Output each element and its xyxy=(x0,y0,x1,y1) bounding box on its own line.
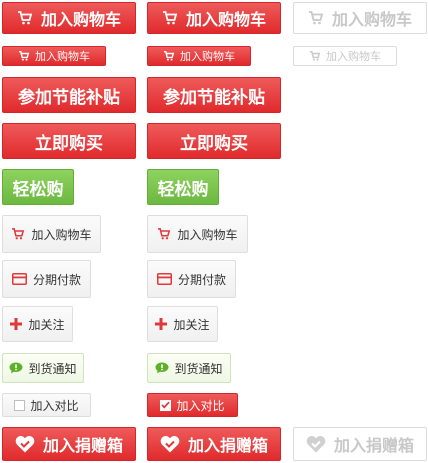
cart-icon xyxy=(157,228,171,240)
installment-button-hover[interactable]: 分期付款 xyxy=(147,260,236,298)
buy-now-button[interactable]: 立即购买 xyxy=(2,123,136,159)
compare-label: 加入对比 xyxy=(30,398,79,413)
follow-button-hover[interactable]: 加关注 xyxy=(147,306,218,342)
add-cart-label: 加入购物车 xyxy=(31,227,92,242)
plus-icon xyxy=(155,318,168,330)
donate-button[interactable]: 加入捐赠箱 xyxy=(2,427,136,461)
buy-now-label: 立即购买 xyxy=(180,133,248,154)
add-cart-button-large-hover[interactable]: 加入购物车 xyxy=(147,2,281,34)
cart-icon xyxy=(308,11,324,25)
donate-button-hover[interactable]: 加入捐赠箱 xyxy=(147,427,281,461)
donate-label: 加入捐赠箱 xyxy=(42,436,123,455)
add-cart-button-gray[interactable]: 加入购物车 xyxy=(2,215,101,253)
energy-subsidy-button-hover[interactable]: 参加节能补贴 xyxy=(147,77,281,113)
cart-icon xyxy=(18,51,30,61)
add-cart-button-large[interactable]: 加入购物车 xyxy=(2,2,136,34)
add-cart-button-small-disabled[interactable]: 加入购物车 xyxy=(293,46,397,66)
add-cart-button-large-disabled[interactable]: 加入购物车 xyxy=(293,2,427,34)
checkbox-icon[interactable] xyxy=(14,399,26,411)
cart-icon xyxy=(162,11,178,25)
add-cart-button-gray-hover[interactable]: 加入购物车 xyxy=(147,215,248,253)
energy-subsidy-label: 参加节能补贴 xyxy=(18,87,120,108)
add-cart-label: 加入购物车 xyxy=(40,10,121,29)
add-cart-button-small[interactable]: 加入购物车 xyxy=(2,46,106,66)
arrival-notice-button[interactable]: 到货通知 xyxy=(2,353,84,383)
cart-icon xyxy=(17,11,33,25)
donate-button-disabled[interactable]: 加入捐赠箱 xyxy=(293,427,427,461)
installment-label: 分期付款 xyxy=(32,272,81,287)
heart-icon xyxy=(160,435,180,453)
buy-now-label: 立即购买 xyxy=(35,133,103,154)
add-cart-label: 加入购物车 xyxy=(326,50,381,63)
card-icon xyxy=(11,273,27,285)
arrival-notice-label: 到货通知 xyxy=(28,361,77,376)
energy-subsidy-label: 参加节能补贴 xyxy=(163,87,265,108)
compare-button-checked[interactable]: 加入对比 xyxy=(147,393,238,417)
installment-button[interactable]: 分期付款 xyxy=(2,260,91,298)
checkbox-checked-icon[interactable] xyxy=(160,399,172,411)
add-cart-button-small-hover[interactable]: 加入购物车 xyxy=(147,46,251,66)
follow-label: 加关注 xyxy=(28,317,65,332)
easy-buy-button[interactable]: 轻松购 xyxy=(2,169,74,205)
follow-label: 加关注 xyxy=(173,317,210,332)
add-cart-label: 加入购物车 xyxy=(35,50,90,63)
card-icon xyxy=(156,273,172,285)
cart-icon xyxy=(163,51,175,61)
add-cart-label: 加入购物车 xyxy=(180,50,235,63)
installment-label: 分期付款 xyxy=(177,272,226,287)
compare-button[interactable]: 加入对比 xyxy=(2,393,91,417)
heart-icon xyxy=(306,435,326,453)
buy-now-button-hover[interactable]: 立即购买 xyxy=(147,123,281,159)
cart-icon xyxy=(11,228,25,240)
follow-button[interactable]: 加关注 xyxy=(2,306,73,342)
easy-buy-button-hover[interactable]: 轻松购 xyxy=(147,169,219,205)
chat-bubble-icon xyxy=(9,362,23,374)
arrival-notice-label: 到货通知 xyxy=(174,361,223,376)
donate-label: 加入捐赠箱 xyxy=(333,436,414,455)
heart-icon xyxy=(15,435,35,453)
easy-buy-label: 轻松购 xyxy=(157,179,209,200)
add-cart-label: 加入购物车 xyxy=(177,227,238,242)
cart-icon xyxy=(309,51,321,61)
easy-buy-label: 轻松购 xyxy=(12,179,64,200)
arrival-notice-button-hover[interactable]: 到货通知 xyxy=(147,353,231,383)
chat-bubble-icon xyxy=(155,362,169,374)
compare-label: 加入对比 xyxy=(176,398,225,413)
energy-subsidy-button[interactable]: 参加节能补贴 xyxy=(2,77,136,113)
plus-icon xyxy=(10,318,23,330)
add-cart-label: 加入购物车 xyxy=(185,10,266,29)
donate-label: 加入捐赠箱 xyxy=(187,436,268,455)
add-cart-label: 加入购物车 xyxy=(331,10,412,29)
